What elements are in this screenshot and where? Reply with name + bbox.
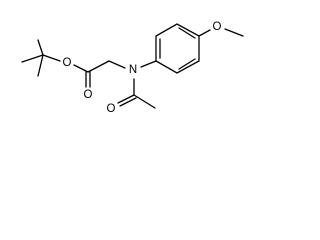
- bond-tbu-methyl-bottom: [37, 54, 44, 77]
- ring-inner-double-bottom: [178, 58, 196, 70]
- bond-ch2-to-nitrogen: [108, 60, 126, 69]
- bond-tbu-to-ester-oxygen: [42, 54, 61, 62]
- bond-acetyl-methyl: [133, 94, 156, 109]
- benzene-ring: [155, 23, 200, 74]
- bonds: [21, 23, 244, 109]
- atom-ester-oxygen: O: [63, 57, 72, 69]
- bond-ring-to-methoxy-oxygen: [198, 29, 211, 37]
- bond-acetyl-carbonyl-double-a: [117, 94, 135, 104]
- bond-carbonyl-to-ch2: [87, 60, 110, 73]
- atom-amide-carbonyl-oxygen: O: [107, 103, 116, 115]
- ring-inner-double-top: [178, 27, 196, 39]
- bond-methoxy-methyl: [224, 28, 244, 37]
- bond-acetyl-carbonyl-double-b: [119, 97, 137, 107]
- atom-ester-carbonyl-oxygen: O: [84, 89, 93, 101]
- atom-nitrogen: N: [129, 64, 137, 76]
- bond-tbu-methyl-top: [37, 39, 44, 56]
- bond-nitrogen-to-ring: [140, 60, 157, 68]
- atom-methoxy-oxygen: O: [213, 21, 222, 33]
- bond-ester-oxygen-to-carbonyl: [73, 64, 89, 73]
- chemical-structure: O O N O O: [21, 21, 244, 115]
- atom-labels: O O N O O: [63, 21, 222, 115]
- bond-tbu-methyl-left: [21, 54, 44, 63]
